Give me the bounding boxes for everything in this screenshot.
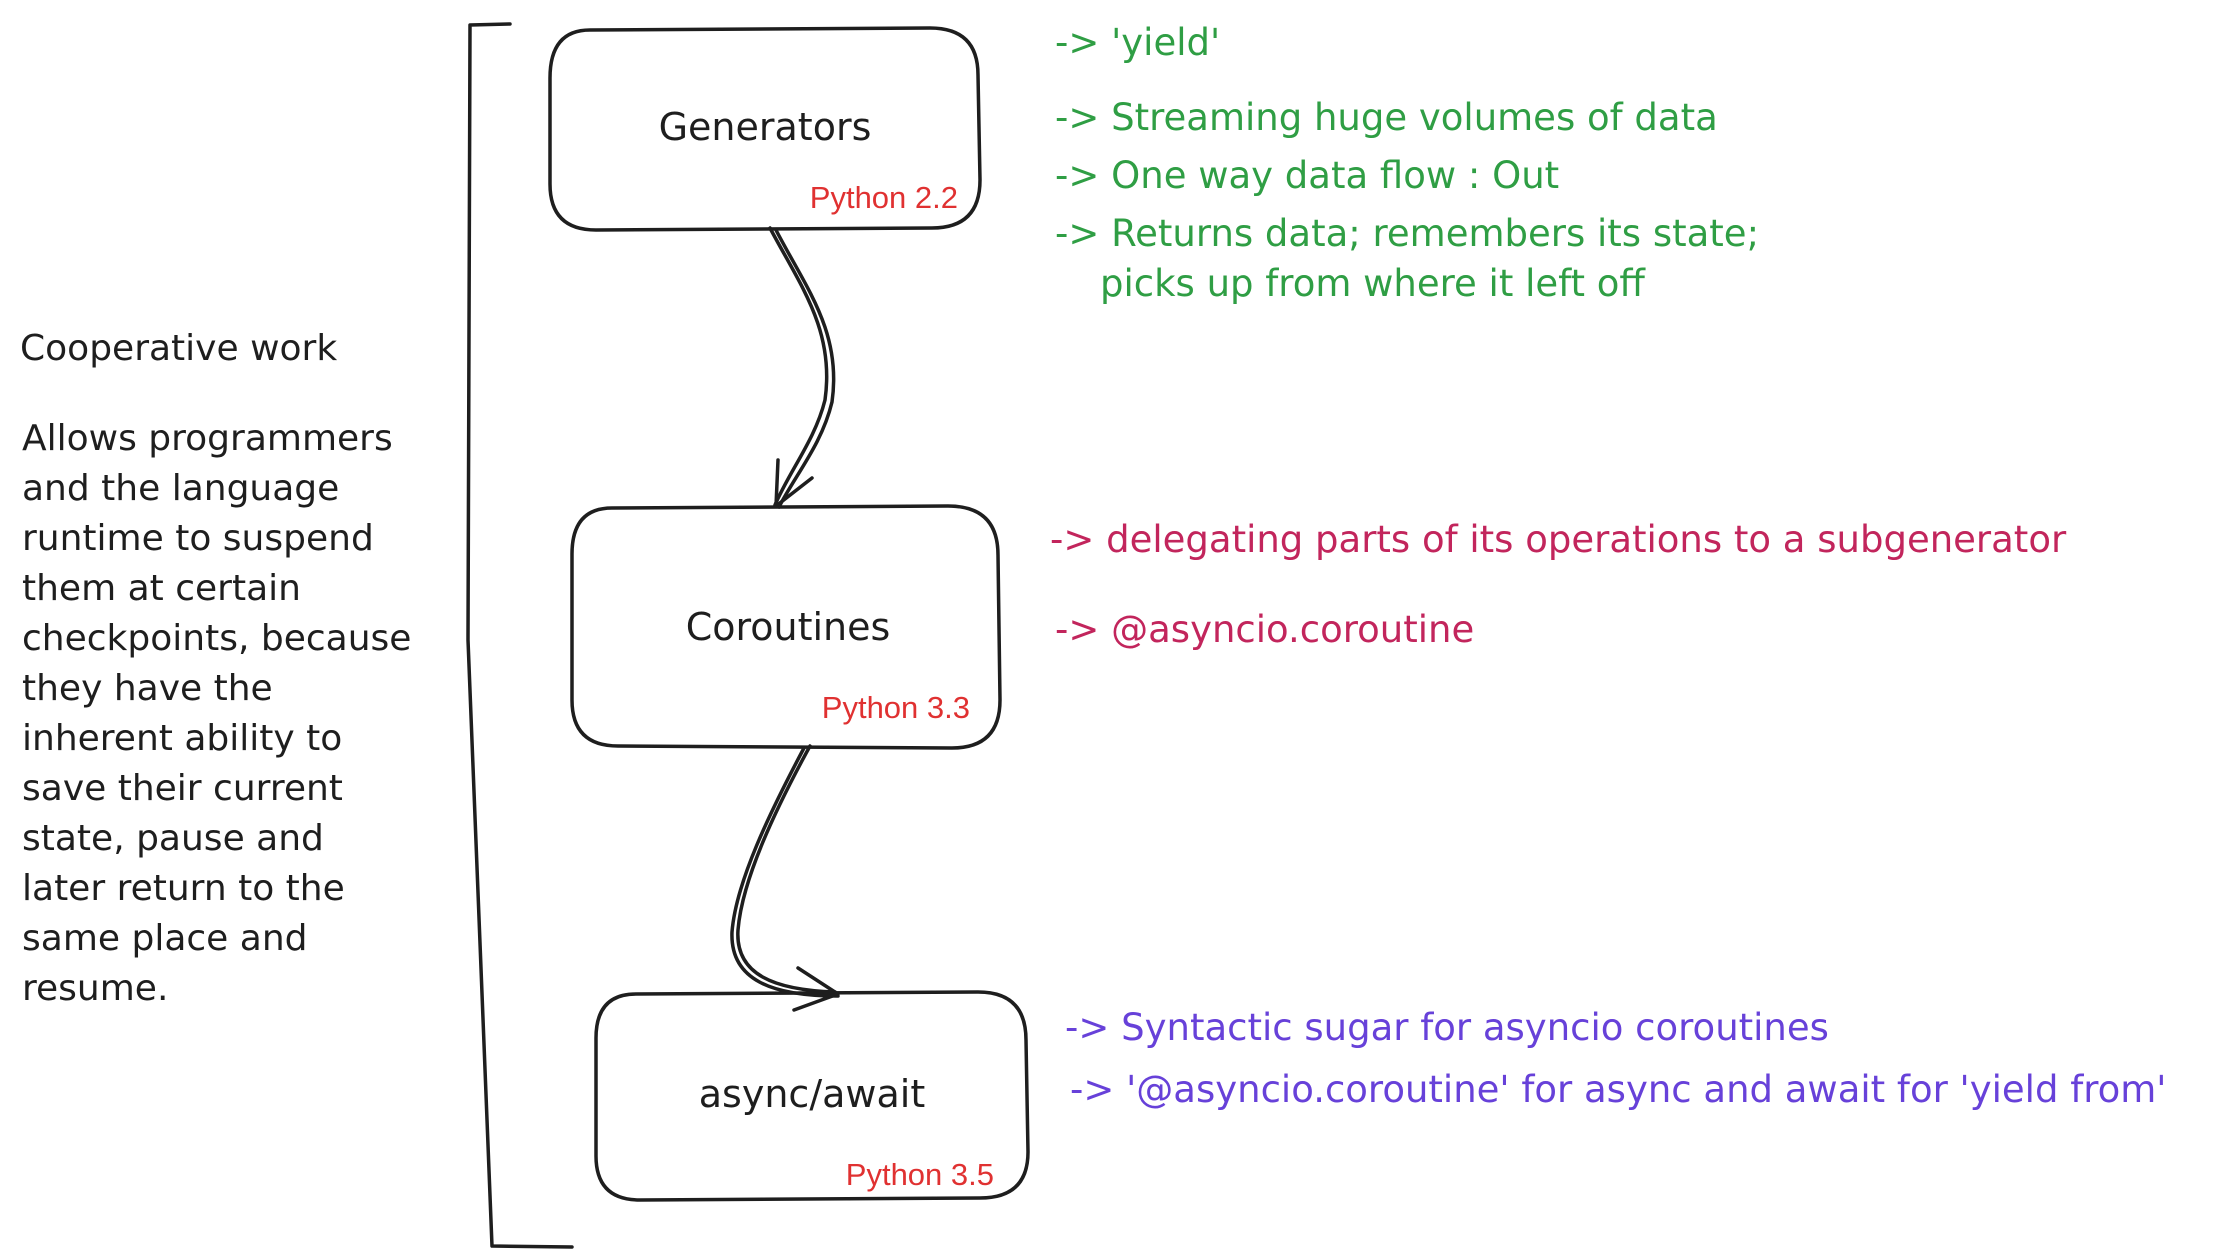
grouping-bracket — [466, 22, 574, 1249]
node-coroutines: Coroutines Python 3.3 — [570, 504, 1002, 750]
note-line: -> Streaming huge volumes of data — [1055, 96, 1718, 139]
notes-async-await: -> Syntactic sugar for asyncio coroutine… — [1065, 1006, 2166, 1111]
arrow-shaft — [768, 226, 829, 507]
note-line: -> One way data flow : Out — [1055, 154, 1559, 197]
arrow-coroutines-to-async-await — [730, 744, 840, 1012]
node-box — [594, 990, 1030, 1202]
note-line: -> @asyncio.coroutine — [1055, 608, 1474, 651]
arrow-shaft — [730, 746, 840, 998]
arrow-shaft — [774, 228, 836, 509]
node-title: async/await — [699, 1072, 925, 1116]
note-line: -> '@asyncio.coroutine' for async and aw… — [1070, 1068, 2166, 1111]
sidebar-line: checkpoints, because — [22, 618, 411, 659]
sidebar-line: state, pause and — [22, 818, 324, 859]
sidebar-line: inherent ability to — [22, 718, 342, 759]
node-title: Generators — [659, 105, 872, 149]
node-generators: Generators Python 2.2 — [548, 26, 982, 232]
sidebar-line: later return to the — [22, 868, 345, 909]
notes-coroutines: -> delegating parts of its operations to… — [1050, 518, 2067, 651]
note-line: -> Syntactic sugar for asyncio coroutine… — [1065, 1006, 1829, 1049]
note-line: -> 'yield' — [1055, 21, 1220, 64]
note-line: picks up from where it left off — [1100, 262, 1646, 305]
sidebar-line: Allows programmers — [22, 418, 393, 459]
node-title: Coroutines — [686, 605, 891, 649]
node-version: Python 3.5 — [846, 1157, 994, 1192]
sidebar-line: and the language — [22, 468, 339, 509]
sidebar-line: them at certain — [22, 568, 301, 609]
node-box — [570, 504, 1002, 750]
sidebar-line: resume. — [22, 968, 168, 1009]
node-version: Python 3.3 — [822, 690, 970, 725]
arrow-head — [774, 458, 814, 508]
sidebar-line: runtime to suspend — [22, 518, 374, 559]
sidebar-line: same place and — [22, 918, 308, 959]
notes-generators: -> 'yield' -> Streaming huge volumes of … — [1055, 21, 1759, 305]
note-line: -> Returns data; remembers its state; — [1055, 212, 1759, 255]
node-box — [548, 26, 982, 232]
note-line: -> delegating parts of its operations to… — [1050, 518, 2067, 561]
node-version: Python 2.2 — [810, 180, 958, 215]
sidebar-body: Allows programmers and the language runt… — [22, 418, 411, 1009]
sidebar-line: save their current — [22, 768, 343, 809]
sidebar-heading: Cooperative work — [20, 328, 337, 369]
arrow-shaft — [736, 744, 837, 994]
sidebar-line: they have the — [22, 668, 273, 709]
node-async-await: async/await Python 3.5 — [594, 990, 1030, 1202]
arrow-head — [792, 966, 840, 1012]
arrow-generators-to-coroutines — [768, 226, 836, 509]
